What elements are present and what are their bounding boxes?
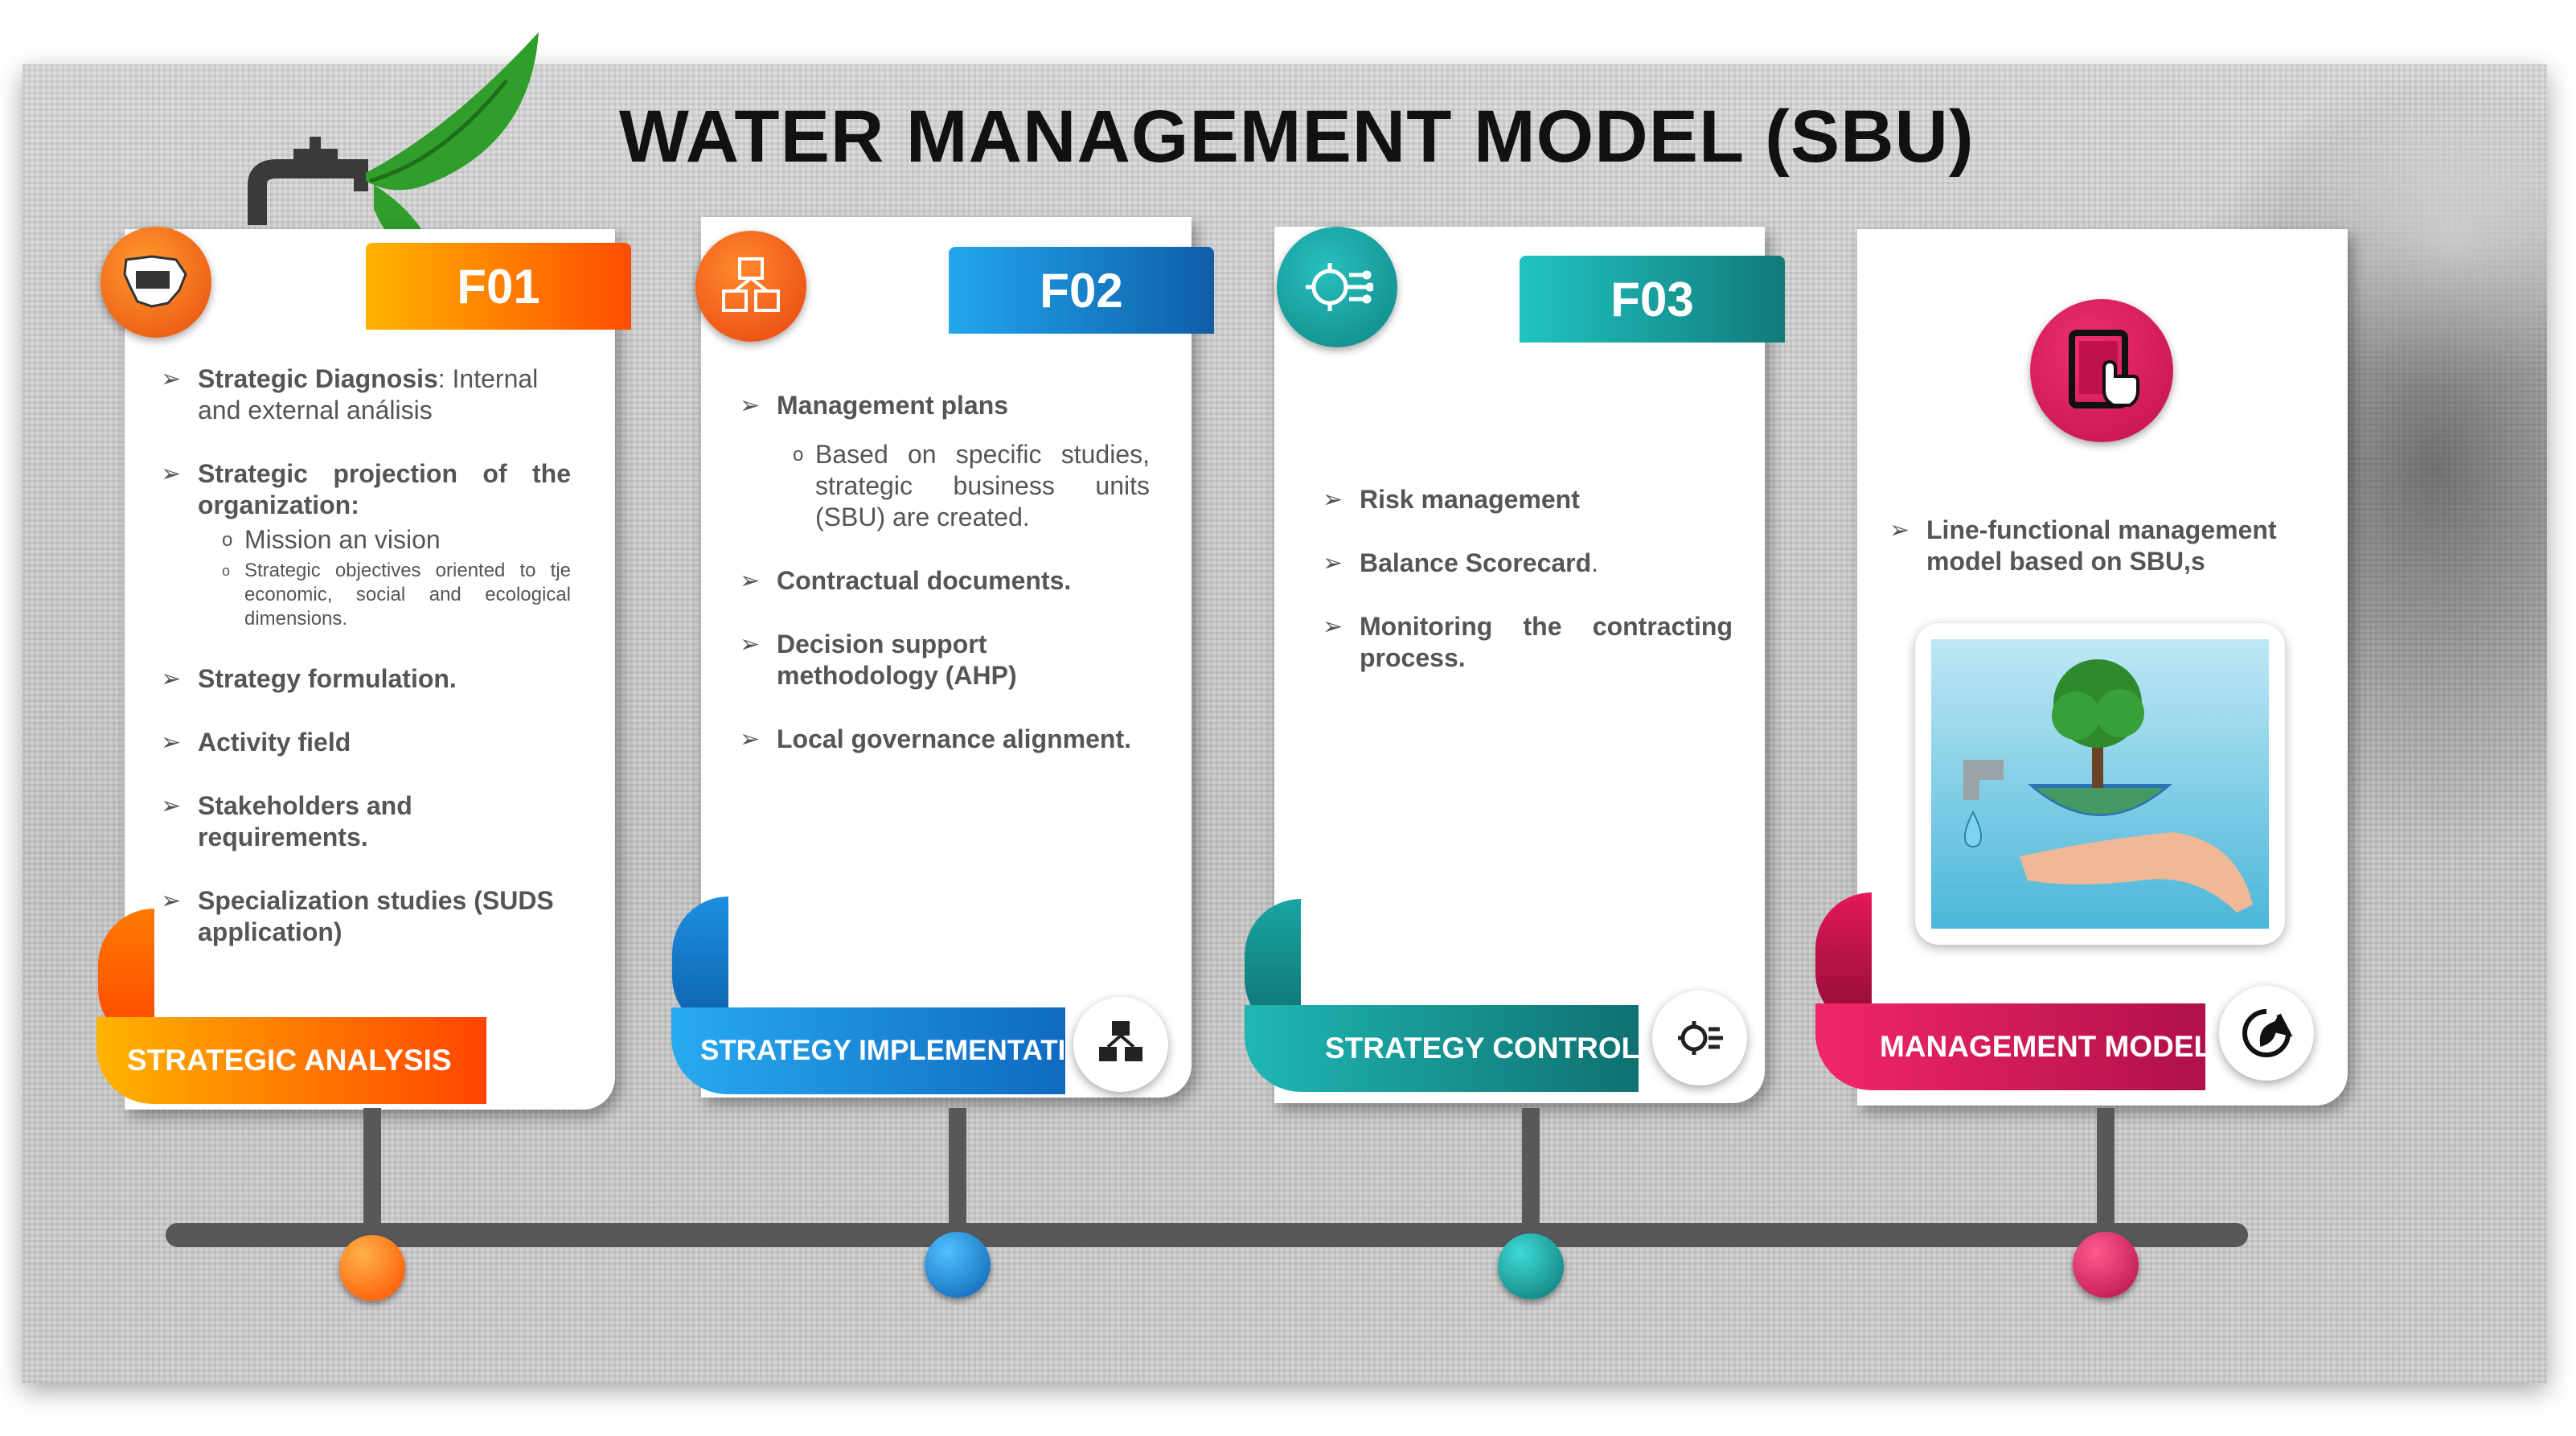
page-title: WATER MANAGEMENT MODEL (SBU): [619, 96, 1975, 178]
phase-card-f03: [1274, 227, 1765, 1103]
phase-code-f03: F03: [1520, 256, 1785, 343]
arrow-bullet-icon: ➢: [1323, 550, 1343, 576]
arrow-bullet-icon: ➢: [1889, 517, 1910, 544]
list-item: ➢Local governance alignment.: [740, 724, 1131, 753]
timeline-stem: [1522, 1108, 1540, 1225]
list-item: ➢Decision support methodology (AHP): [740, 630, 1017, 690]
circle-bullet-icon: o: [222, 563, 231, 579]
gear-circuit-icon: [1277, 227, 1397, 347]
list-item: ➢Strategy formulation.: [161, 664, 457, 693]
cubes-network-icon: [695, 231, 806, 342]
list-item: ➢Balance Scorecard.: [1323, 548, 1599, 577]
list-item: ➢Activity field: [161, 728, 351, 757]
timeline-node-f02: [925, 1232, 991, 1298]
timeline-node-management: [2073, 1232, 2139, 1298]
timeline-bar: [166, 1223, 2248, 1247]
list-item: ➢Monitoring the contracting process.: [1323, 612, 1733, 672]
arrow-bullet-icon: ➢: [1323, 486, 1343, 513]
timeline-node-f03: [1498, 1233, 1564, 1299]
circle-bullet-icon: o: [222, 529, 233, 551]
arrow-bullet-icon: ➢: [161, 729, 182, 756]
phase-label-management: MANAGEMENT MODEL: [1815, 1003, 2212, 1090]
timeline-stem: [2097, 1108, 2115, 1225]
timeline-node-f01: [339, 1235, 405, 1301]
phase-card-f02: [701, 217, 1192, 1098]
arrow-bullet-icon: ➢: [740, 568, 761, 594]
arrow-bullet-icon: ➢: [740, 631, 761, 658]
arrow-bullet-icon: ➢: [740, 726, 761, 753]
phase-card-f01: [125, 229, 615, 1110]
arrow-bullet-icon: ➢: [740, 392, 761, 419]
arrow-bullet-icon: ➢: [161, 793, 182, 819]
tablet-touch-icon: [2030, 299, 2173, 442]
list-item: ➢Line-functional management model based …: [1889, 515, 2277, 576]
arrow-bullet-icon: ➢: [161, 666, 182, 692]
list-item: ➢Contractual documents.: [740, 566, 1072, 595]
phase-label-f03: STRATEGY CONTROL: [1245, 1005, 1639, 1092]
spain-map-icon: [100, 227, 211, 338]
arrow-bullet-icon: ➢: [161, 888, 182, 914]
list-item: ➢Strategic Diagnosis: Internal and exter…: [161, 364, 539, 425]
phase-label-f01: STRATEGIC ANALYSIS: [96, 1017, 486, 1104]
cubes-badge-icon: [1073, 997, 1168, 1092]
arrow-bullet-icon: ➢: [1323, 613, 1343, 640]
phase-code-f02: F02: [949, 247, 1214, 334]
list-item: ➢Stakeholders and requirements.: [161, 791, 412, 851]
phase-list-f03: ➢Risk management ➢Balance Scorecard. ➢Mo…: [1323, 484, 1733, 706]
gear-badge-icon: [1652, 991, 1747, 1085]
list-item: ➢Strategic projection of the organizatio…: [161, 459, 571, 630]
phase-list-management: ➢Line-functional management model based …: [1889, 515, 2307, 609]
phase-list-f01: ➢Strategic Diagnosis: Internal and exter…: [161, 363, 571, 980]
phase-code-f01: F01: [366, 243, 631, 330]
water-earth-illustration: [1915, 623, 2285, 945]
list-item: ➢Specialization studies (SUDS applicatio…: [161, 886, 554, 946]
list-item: ➢Risk management: [1323, 485, 1580, 514]
recycle-badge-icon: [2219, 986, 2314, 1081]
arrow-bullet-icon: ➢: [161, 461, 182, 487]
phase-label-f02: STRATEGY IMPLEMENTATION: [671, 1007, 1108, 1094]
circle-bullet-icon: o: [793, 444, 804, 466]
timeline-stem: [363, 1108, 381, 1225]
arrow-bullet-icon: ➢: [161, 366, 182, 392]
timeline-stem: [949, 1108, 966, 1225]
